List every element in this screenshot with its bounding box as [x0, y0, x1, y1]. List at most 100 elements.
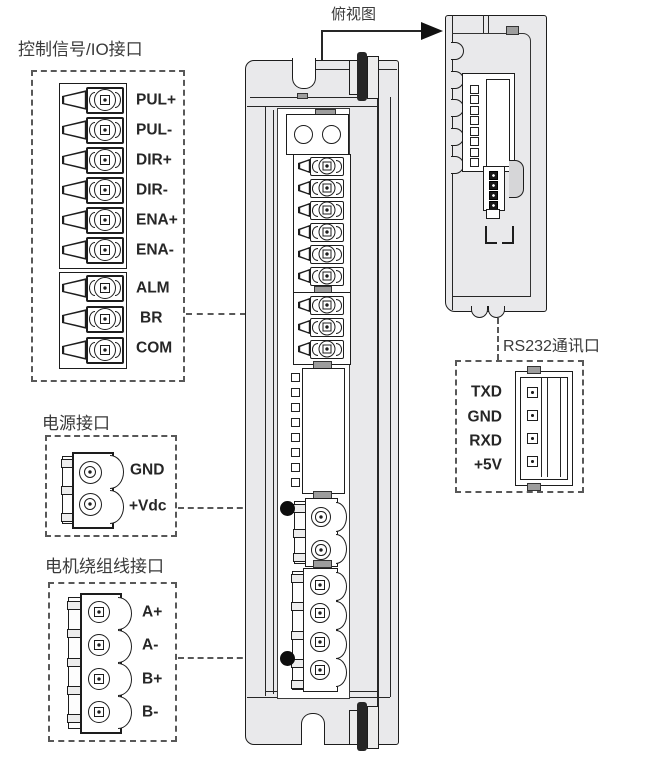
screw-terminal-icon	[88, 634, 110, 656]
screw-terminal-icon	[310, 632, 330, 652]
rs232-section-title: RS232通讯口	[503, 338, 600, 355]
terminal-body	[86, 176, 124, 204]
clamp-lever-icon	[298, 158, 311, 174]
power-section-title: 电源接口	[42, 414, 110, 433]
pin-label: COM	[136, 339, 173, 357]
top-header-body	[486, 79, 510, 167]
pin-label: PUL+	[136, 91, 177, 109]
panel-line	[547, 378, 549, 477]
pin-label: A-	[142, 636, 159, 654]
header-pin	[470, 158, 479, 167]
terminal-body	[86, 206, 124, 234]
terminal-body	[310, 317, 344, 337]
pin-label: B-	[142, 703, 159, 721]
terminal-body	[86, 305, 124, 333]
clamp-lever-icon	[298, 341, 311, 357]
pin-label: DIR-	[136, 181, 168, 199]
clamp-lever-icon	[62, 278, 87, 298]
panel-line	[247, 106, 377, 108]
screw-terminal-icon	[88, 601, 110, 623]
pin-label: +Vdc	[129, 497, 167, 515]
front-terminal	[298, 200, 346, 220]
motor-group-box	[48, 582, 177, 742]
screw-terminal-icon	[311, 507, 331, 527]
io-terminal	[62, 274, 124, 302]
port-stub	[486, 209, 500, 219]
top-view-label: 俯视图	[331, 6, 377, 23]
knob-housing	[367, 706, 379, 749]
clamp-lever-icon	[62, 309, 87, 329]
header-pin	[470, 116, 479, 125]
header-pin	[470, 95, 479, 104]
pin-label: TXD	[471, 383, 502, 401]
rs232-pin	[527, 433, 538, 444]
io-terminal	[62, 305, 124, 333]
io-leader-line	[186, 313, 246, 315]
indicator-round-icon	[321, 124, 341, 144]
screw-terminal-icon	[88, 701, 110, 723]
screw-terminal-icon	[94, 239, 116, 261]
panel-line	[560, 378, 562, 477]
screw-terminal-icon	[310, 575, 330, 595]
clamp-lever-icon	[298, 246, 311, 262]
screw-terminal-icon	[318, 318, 336, 336]
screw-terminal-icon	[94, 89, 116, 111]
screw-terminal-icon	[318, 201, 336, 219]
panel-tick	[297, 93, 308, 99]
io-group-box	[31, 70, 185, 382]
io-terminal	[62, 146, 124, 174]
screw-terminal-icon	[318, 179, 336, 197]
rs232-pin	[527, 456, 538, 467]
header-pin	[291, 433, 300, 442]
clamp-lever-icon	[62, 210, 87, 230]
terminal-body	[86, 274, 124, 302]
screw-terminal-icon	[78, 492, 102, 516]
screw-terminal-icon	[318, 267, 336, 285]
header-pin	[470, 137, 479, 146]
screw-terminal-icon	[318, 340, 336, 358]
panel-line	[390, 97, 392, 697]
screw-terminal-icon	[318, 157, 336, 175]
pin-label: GND	[130, 461, 165, 479]
mount-mark	[502, 226, 514, 244]
io-terminal	[62, 176, 124, 204]
connector-tab	[527, 483, 541, 491]
clamp-lever-icon	[298, 297, 311, 313]
io-terminal	[62, 336, 124, 364]
terminal-body	[310, 295, 344, 315]
screw-terminal-icon	[94, 308, 116, 330]
front-terminal	[298, 244, 346, 264]
panel-line	[541, 378, 543, 477]
terminal-body	[310, 156, 344, 176]
header-pin	[291, 478, 300, 487]
pin-label: B+	[142, 670, 163, 688]
pin-label: ENA+	[136, 211, 178, 229]
io-terminal	[62, 116, 124, 144]
screw-terminal-icon	[78, 460, 102, 484]
clamp-lever-icon	[62, 240, 87, 260]
pin-label: ALM	[136, 279, 170, 297]
edge-bump	[451, 42, 464, 60]
panel-line	[452, 296, 530, 298]
knob-housing	[367, 56, 379, 99]
edge-bump	[471, 306, 488, 318]
terminal-body	[86, 236, 124, 264]
clamp-lever-icon	[62, 180, 87, 200]
terminal-body	[86, 86, 124, 114]
clamp-lever-icon	[298, 224, 311, 240]
pin-label: PUL-	[136, 121, 173, 139]
front-terminal	[298, 266, 346, 286]
panel-tick	[483, 15, 485, 33]
mounting-notch-bottom	[301, 713, 325, 745]
power-group-box	[45, 435, 177, 537]
header-pin	[291, 463, 300, 472]
screw-terminal-icon	[94, 209, 116, 231]
power-plug-rail	[293, 501, 308, 564]
terminal-body	[310, 266, 344, 286]
io-terminal	[62, 236, 124, 264]
pin-label: +5V	[473, 456, 502, 474]
io-section-title: 控制信号/IO接口	[18, 40, 143, 59]
front-header-connector	[302, 368, 345, 494]
terminal-body	[310, 222, 344, 242]
terminal-body	[310, 178, 344, 198]
